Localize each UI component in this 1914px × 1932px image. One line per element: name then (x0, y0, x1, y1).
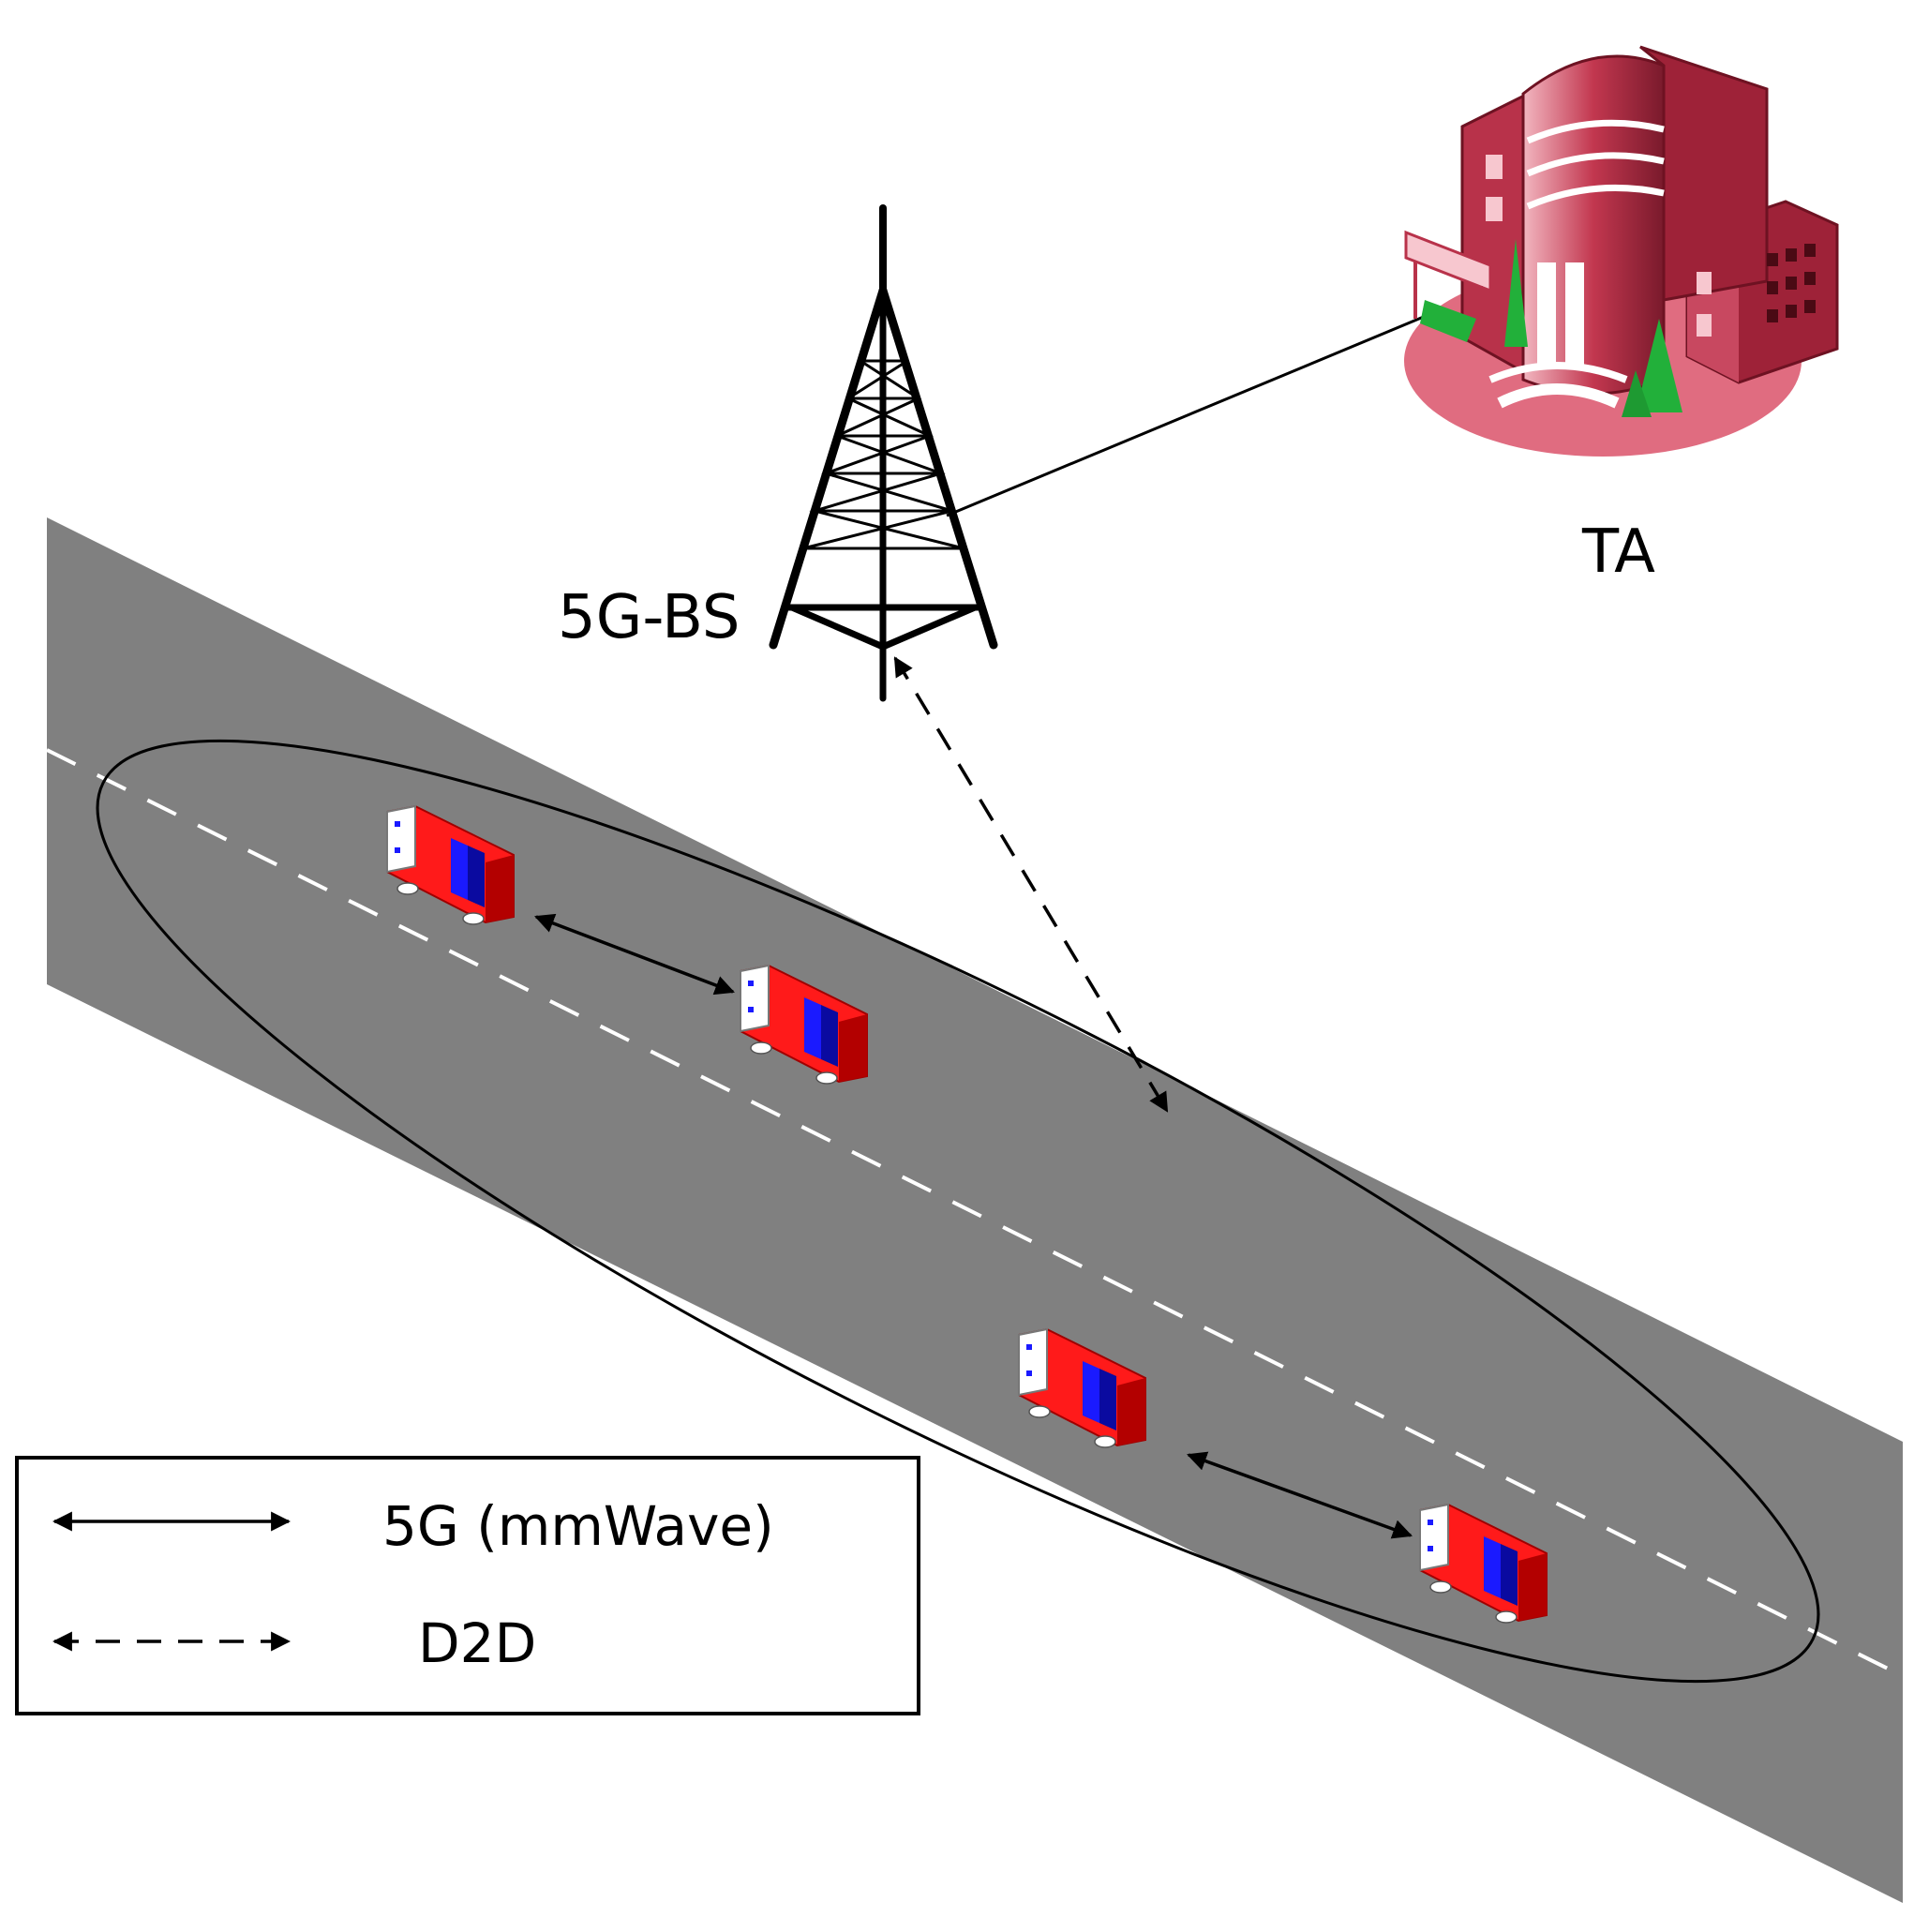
cell-tower-icon (769, 204, 998, 702)
v2v-link-2 (1187, 1451, 1413, 1539)
legend: 5G (mmWave) D2D (15, 1456, 920, 1715)
legend-dashed-label: D2D (418, 1611, 536, 1675)
building-icon (1404, 45, 1839, 457)
bs-to-cluster-link (893, 656, 1169, 1113)
lane-marking (46, 748, 1904, 1678)
base-station-label: 5G-BS (558, 583, 740, 652)
backhaul-link (946, 303, 1454, 517)
traffic-authority-label: TA (1581, 517, 1655, 587)
legend-solid-label: 5G (mmWave) (382, 1494, 774, 1558)
v2v-link-1 (534, 913, 735, 996)
